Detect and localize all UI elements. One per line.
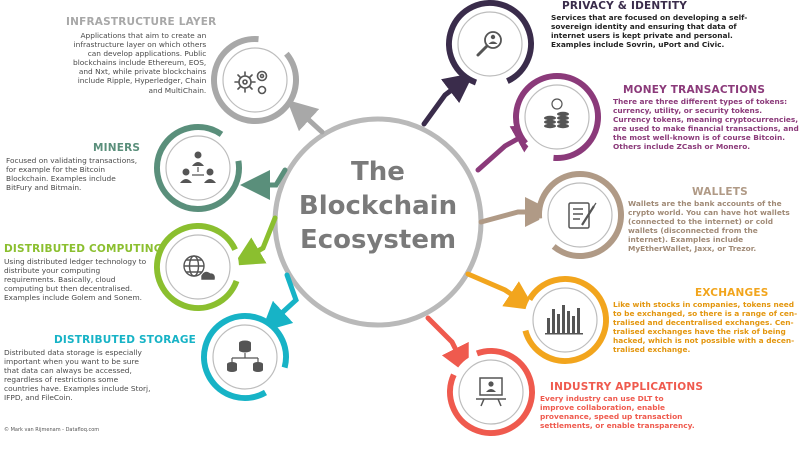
desc-line: Every industry can use DLT to: [540, 394, 664, 403]
desc-line: Services that are focused on developing …: [551, 13, 748, 22]
computing-arrow: [233, 215, 278, 266]
miners-title: MINERS: [93, 142, 141, 154]
desc-line: Others include ZCash or Monero.: [613, 142, 751, 152]
desc-line: sovereign identity and ensuring that dat…: [551, 22, 737, 32]
privacy-node: [445, 0, 534, 88]
storage-arrow: [260, 272, 299, 333]
wallets-node: [536, 171, 624, 259]
desc-line: tralised exchanges have the risk of bein…: [613, 327, 786, 337]
center-title-line3: Ecosystem: [299, 225, 457, 255]
desc-line: Like with stocks in companies, tokens ne…: [613, 300, 795, 309]
desc-line: the most well-known is of course Bitcoin…: [613, 133, 786, 143]
desc-line: and Nxt, while private blockchains: [78, 67, 207, 77]
desc-line: (connected to the internet) or cold: [628, 217, 774, 227]
desc-line: Examples include Golem and Sonem.: [4, 293, 143, 303]
wallets-description: Wallets are the bank accounts of the cry…: [628, 199, 790, 254]
desc-line: blockchains include Ethereum, EOS,: [73, 58, 207, 68]
center-title-line1: The: [351, 157, 405, 187]
wallet-document-icon: [568, 202, 597, 229]
miners-node: [154, 124, 242, 212]
desc-line: Using distributed ledger technology to: [4, 257, 147, 266]
infrastructure-title: INFRASTRUCTURE LAYER: [66, 16, 217, 28]
presentation-icon: [476, 377, 506, 407]
desc-line: tralised exchange.: [613, 345, 691, 355]
desc-line: Examples include Sovrin, uPort and Civic…: [551, 40, 725, 50]
desc-line: that data can always be accessed,: [4, 366, 132, 376]
center-title: The Blockchain Ecosystem: [272, 155, 484, 257]
computing-node: [154, 223, 242, 311]
industry-node: [447, 348, 535, 436]
desc-line: important when you want to be sure: [4, 357, 139, 367]
desc-line: hacked, which is not possible with a dec…: [613, 336, 795, 346]
desc-line: Applications that aim to create an: [80, 31, 207, 40]
database-network-icon: [227, 340, 263, 372]
wallets-title: WALLETS: [692, 186, 748, 198]
privacy-description: Services that are focused on developing …: [551, 13, 747, 49]
desc-line: Blockchain. Examples include: [6, 174, 116, 184]
infrastructure-description: Applications that aim to create an infra…: [73, 31, 206, 95]
privacy-arrow: [421, 72, 474, 127]
coins-icon: [544, 98, 569, 129]
globe-cloud-icon: [183, 255, 215, 280]
exchanges-node: [521, 276, 609, 364]
desc-line: tralised and decentralised exchanges. Ce…: [613, 318, 794, 328]
infrastructure-node: [211, 36, 299, 124]
desc-line: Distributed data storage is especially: [4, 348, 142, 357]
identity-search-icon: [476, 31, 502, 57]
storage-node: [201, 313, 289, 401]
industry-arrow: [425, 315, 469, 376]
desc-line: currency, utility, or security tokens.: [613, 106, 763, 116]
desc-line: crypto world. You can have hot wallets: [628, 208, 790, 218]
money-node: [513, 73, 601, 161]
exchanges-title: EXCHANGES: [695, 287, 769, 299]
storage-description: Distributed data storage is especially i…: [4, 348, 150, 403]
storage-title: DISTRIBUTED STORAGE: [54, 334, 197, 346]
miners-description: Focused on validating transactions, for …: [6, 156, 137, 192]
desc-line: internet users is kept private and perso…: [551, 31, 733, 41]
desc-line: to be exchanged, so there is a range of …: [613, 309, 798, 319]
desc-line: improve collaboration, enable: [540, 403, 666, 413]
desc-line: MyEtherWallet, Jaxx, or Trezor.: [628, 244, 757, 254]
industry-description: Every industry can use DLT to improve co…: [540, 394, 695, 430]
privacy-title: PRIVACY & IDENTITY: [562, 0, 688, 12]
desc-line: settlements, or enable transparency.: [540, 421, 695, 431]
desc-line: BitFury and Bitmain.: [6, 183, 82, 193]
desc-line: wallets (disconnected from the: [628, 226, 758, 236]
center-title-line2: Blockchain: [298, 191, 458, 221]
desc-line: provenance, speed up transaction: [540, 412, 683, 422]
desc-line: are used to make financial transactions,…: [613, 124, 799, 134]
desc-line: infrastructure layer on which others: [73, 40, 207, 50]
desc-line: countries have. Examples include Storj,: [4, 384, 151, 394]
desc-line: distribute your computing: [4, 266, 101, 276]
money-description: There are three different types of token…: [613, 97, 799, 152]
desc-line: computing but then decentralised.: [4, 284, 133, 294]
computing-description: Using distributed ledger technology to d…: [4, 257, 146, 302]
people-network-icon: [180, 151, 216, 183]
exchanges-arrow: [465, 271, 536, 311]
desc-line: Focused on validating transactions,: [6, 156, 138, 165]
computing-title: DISTRIBUTED COMPUTING: [4, 243, 163, 255]
bar-chart-icon: [545, 305, 583, 335]
desc-line: for example for the Bitcoin: [6, 165, 106, 175]
desc-line: and MultiChain.: [148, 85, 207, 95]
gears-icon: [234, 70, 268, 95]
wallets-arrow: [478, 197, 555, 227]
desc-line: can develop applications. Public: [87, 49, 207, 59]
miners-arrow: [240, 167, 288, 200]
desc-line: internet). Examples include: [628, 235, 744, 245]
industry-title: INDUSTRY APPLICATIONS: [550, 381, 704, 393]
desc-line: regardless of restrictions some: [4, 375, 119, 385]
desc-line: requirements. Basically, cloud: [4, 275, 116, 285]
desc-line: include Ripple, Hyperledger, Chain: [77, 76, 207, 86]
credit: © Mark van Rijmenam - Datafloq.com: [4, 427, 100, 433]
money-title: MONEY TRANSACTIONS: [623, 84, 766, 96]
desc-line: IFPD, and FileCoin.: [4, 393, 73, 403]
desc-line: There are three different types of token…: [613, 97, 788, 106]
desc-line: Wallets are the bank accounts of the: [628, 199, 782, 208]
desc-line: Currency tokens, meaning cryptocurrencie…: [613, 115, 799, 125]
infrastructure-arrow: [286, 99, 325, 135]
exchanges-description: Like with stocks in companies, tokens ne…: [613, 300, 797, 355]
